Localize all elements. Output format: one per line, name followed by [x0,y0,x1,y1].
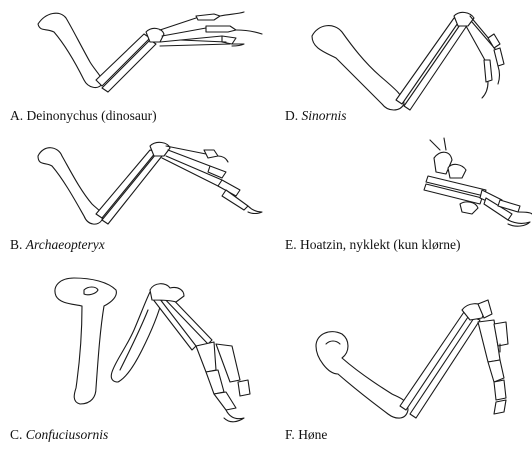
deinonychus-forelimb-drawing [38,12,262,92]
caption-f: F. Høne [285,427,327,443]
hoatzin-forelimb-drawing [424,138,532,226]
caption-e-name: Hoatzin, nyklekt (kun klørne) [300,237,460,252]
caption-a-letter: A. [10,108,23,123]
confuciusornis-forelimb-drawing [55,278,250,422]
archaeopteryx-forelimb-drawing [38,142,262,224]
caption-d-letter: D. [285,108,298,123]
caption-c-name: Confuciusornis [26,427,109,442]
caption-d-name: Sinornis [302,108,347,123]
caption-b: B. Archaeopteryx [10,237,105,253]
caption-f-letter: F. [285,427,295,442]
caption-c: C. Confuciusornis [10,427,108,443]
caption-b-name: Archaeopteryx [26,237,105,252]
caption-a: A. Deinonychus (dinosaur) [10,108,157,124]
caption-f-name: Høne [298,427,327,442]
caption-a-name: Deinonychus (dinosaur) [27,108,157,123]
caption-e-letter: E. [285,237,297,252]
sinornis-forelimb-drawing [312,12,504,110]
caption-e: E. Hoatzin, nyklekt (kun klørne) [285,237,460,253]
hen-forelimb-drawing [316,300,508,418]
caption-b-letter: B. [10,237,22,252]
caption-d: D. Sinornis [285,108,347,124]
caption-c-letter: C. [10,427,22,442]
